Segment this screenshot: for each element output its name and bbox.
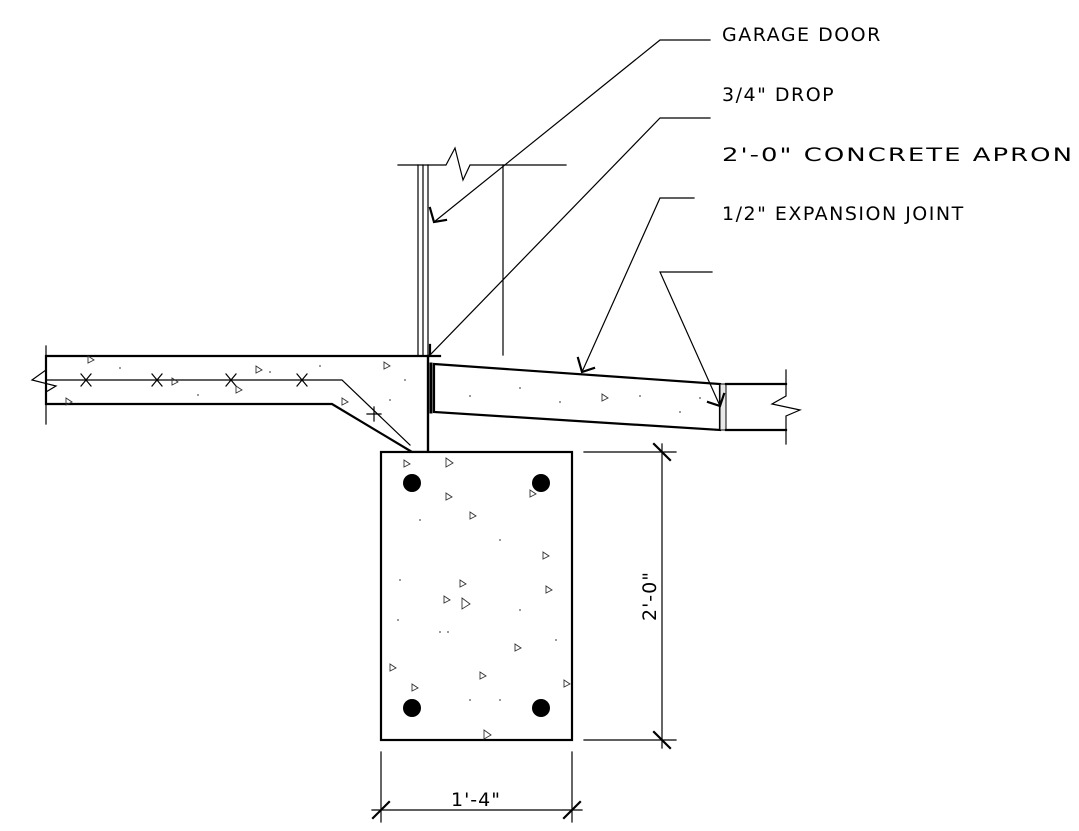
garage-slab: [30, 345, 430, 454]
footing: [379, 450, 574, 742]
rebar: [403, 474, 550, 717]
expansion-joint-label: 1/2" EXPANSION JOINT: [722, 203, 965, 225]
drop-label: 3/4" DROP: [722, 84, 835, 106]
expansion-joint: [719, 383, 727, 431]
leader-lines: [428, 39, 726, 408]
garage-door-label: GARAGE DOOR: [722, 24, 882, 46]
footing-width-dimension: 1'-4": [371, 751, 583, 823]
footing-width-label: 1'-4": [451, 789, 501, 811]
slab-aggregate: [65, 355, 406, 406]
concrete-apron-label: 2'-0" CONCRETE APRON: [722, 144, 1074, 166]
driveway-slab: [724, 369, 802, 445]
footing-height-label: 2'-0": [639, 571, 661, 621]
footing-height-dimension: 2'-0": [583, 442, 677, 750]
garage-door-jamb: [397, 146, 567, 356]
wire-mesh-marks: [80, 373, 382, 422]
footing-aggregate: [389, 457, 571, 740]
apron-aggregate: [469, 387, 701, 413]
concrete-apron: [429, 362, 722, 432]
